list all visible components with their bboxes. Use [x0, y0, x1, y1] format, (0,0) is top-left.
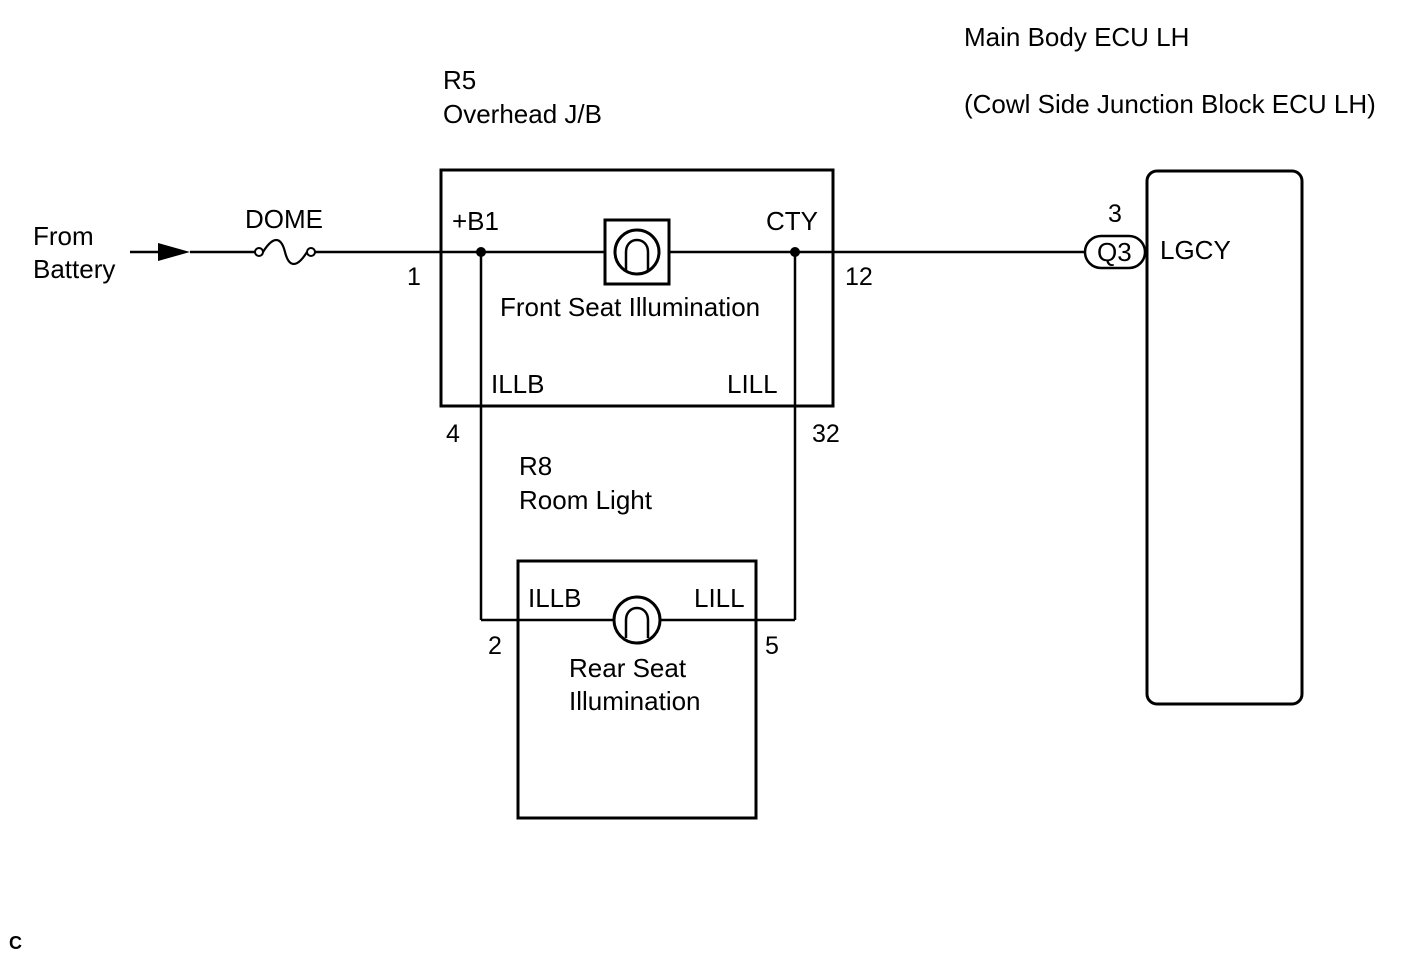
- connector-q3-label: Q3: [1097, 237, 1132, 267]
- fuse-icon: [254, 238, 316, 266]
- room-light-box: [516, 559, 758, 820]
- ecu-pin-q3: 3: [1108, 200, 1122, 228]
- fuse-label: DOME: [245, 204, 323, 234]
- room-light-code: R8: [519, 451, 552, 481]
- rear-seat-illumination-line2: Illumination: [569, 686, 701, 716]
- jb-pin-b1: 1: [407, 263, 421, 291]
- room-light-pin-lill: 5: [765, 632, 779, 660]
- jb-terminal-illb: ILLB: [491, 369, 545, 399]
- ecu-terminal-lgcy: LGCY: [1160, 235, 1231, 265]
- room-light-terminal-illb: ILLB: [528, 583, 582, 613]
- ecu-subtitle: (Cowl Side Junction Block ECU LH): [964, 89, 1376, 119]
- ecu-box: [1145, 169, 1304, 706]
- jb-terminal-b1: +B1: [452, 206, 499, 236]
- front-seat-illumination-label: Front Seat Illumination: [500, 292, 760, 322]
- connector-q3-icon: [1083, 234, 1147, 270]
- from-battery-line1: From: [33, 221, 94, 251]
- from-battery-line2: Battery: [33, 254, 115, 284]
- front-seat-lamp-icon: [603, 218, 671, 286]
- overhead-jb-box: [439, 168, 835, 408]
- rear-seat-illumination-line1: Rear Seat: [569, 653, 687, 683]
- room-light-name: Room Light: [519, 485, 653, 515]
- jb-terminal-lill: LILL: [727, 369, 778, 399]
- ecu-name: Main Body ECU LH: [964, 22, 1189, 52]
- jb-pin-lill: 32: [812, 420, 840, 448]
- diagram-code: C: [9, 933, 22, 953]
- jb-pin-illb: 4: [446, 420, 460, 448]
- jb-pin-cty: 12: [845, 263, 873, 291]
- overhead-jb-code: R5: [443, 65, 476, 95]
- rear-seat-lamp-icon: [612, 595, 662, 645]
- battery-arrow-icon: [130, 243, 190, 261]
- room-light-pin-illb: 2: [488, 632, 502, 660]
- overhead-jb-name: Overhead J/B: [443, 99, 602, 129]
- jb-terminal-cty: CTY: [766, 206, 818, 236]
- room-light-terminal-lill: LILL: [694, 583, 745, 613]
